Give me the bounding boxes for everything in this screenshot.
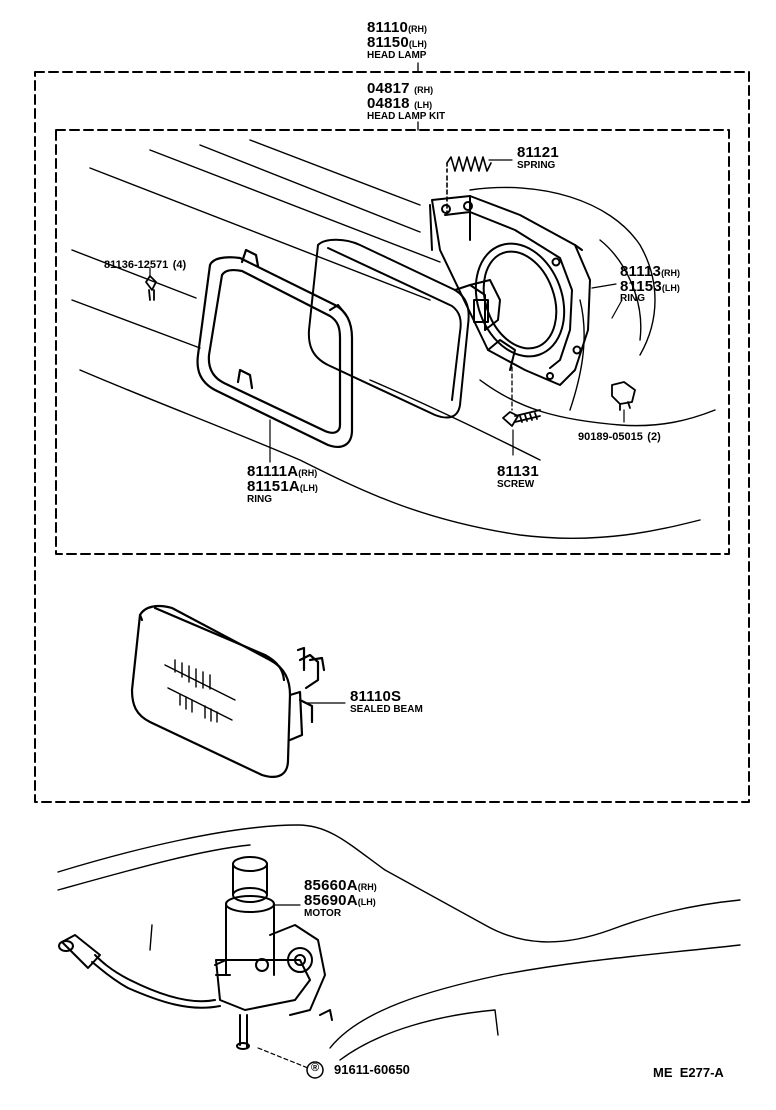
small-screw-number: 81136-12571 [104,259,169,271]
motor-rh-number: 85660A [304,877,358,894]
front-ring-rh-suffix: (RH) [298,468,318,478]
motor-rh-suffix: (RH) [357,882,377,892]
front-ring-lh-label: 81151A(LH) [247,479,318,495]
motor-part [58,856,333,1069]
head-lamp-kit-lh-suffix: (LH) [414,100,433,110]
clip-part [611,381,636,423]
head-lamp-kit-lh-label: 04818 (LH) [367,96,432,112]
bolt-symbol-ring [306,1061,324,1079]
head-lamp-kit-rh-number: 04817 [367,80,410,97]
sealed-beam-part [130,604,346,778]
rear-ring-lh-number: 81153 [620,278,662,295]
screw-part [502,359,541,456]
front-ring-lh-suffix: (LH) [299,483,318,493]
small-screw-qty: (4) [172,259,187,271]
head-lamp-rh-label: 81110(RH) [367,20,427,36]
bolt-symbol: ® [310,1062,320,1074]
head-lamp-lh-suffix: (LH) [408,39,427,49]
head-lamp-kit-name: HEAD LAMP KIT [367,111,446,122]
spring-number: 81121 [517,144,559,161]
screw-name: SCREW [497,479,535,490]
rear-ring-rh-number: 81113 [620,263,662,280]
head-lamp-name: HEAD LAMP [367,50,427,61]
motor-rh-label: 85660A(RH) [304,878,377,894]
front-ring-rh-number: 81111A [247,463,299,480]
motor-lh-label: 85690A(LH) [304,893,376,909]
screw-number: 81131 [497,463,539,480]
rear-ring-lh-label: 81153(LH) [620,279,680,295]
head-lamp-kit-rh-label: 04817 (RH) [367,81,433,97]
front-ring-part [196,248,354,463]
motor-lh-number: 85690A [304,892,358,909]
front-ring-rh-label: 81111A(RH) [247,464,317,480]
rear-ring-part [429,195,623,386]
head-lamp-rh-suffix: (RH) [408,24,428,34]
head-lamp-frame [34,71,750,803]
clip-number: 90189-05015 [578,431,643,443]
head-lamp-rh-number: 81110 [367,19,409,36]
head-lamp-kit-lh-number: 04818 [367,95,410,112]
head-lamp-kit-frame [55,129,730,555]
spring-part [446,156,513,216]
rear-ring-rh-suffix: (RH) [661,268,681,278]
motor-name: MOTOR [304,908,342,919]
rear-ring-lh-suffix: (LH) [661,283,680,293]
rear-ring-name: RING [620,293,645,304]
bolt-number: 91611-60650 [334,1062,410,1077]
clip-label: 90189-05015 (2) [578,428,661,444]
spring-name: SPRING [517,160,556,171]
head-lamp-lh-label: 81150(LH) [367,35,427,51]
head-lamp-lh-number: 81150 [367,34,409,51]
motor-area-lines [57,824,741,1061]
head-lamp-kit-rh-suffix: (RH) [414,85,434,95]
small-screw-part [145,267,157,301]
rear-ring-rh-label: 81113(RH) [620,264,680,280]
sealed-beam-number: 81110S [350,688,402,705]
front-ring-name: RING [247,494,272,505]
motor-lh-suffix: (LH) [357,897,376,907]
front-ring-lh-number: 81151A [247,478,300,495]
small-screw-label: 81136-12571 (4) [104,256,186,272]
car-body-lines [71,139,716,539]
sealed-beam-name: SEALED BEAM [350,704,423,715]
clip-qty: (2) [647,431,661,443]
diagram-reference: ME E277-A [653,1065,724,1080]
